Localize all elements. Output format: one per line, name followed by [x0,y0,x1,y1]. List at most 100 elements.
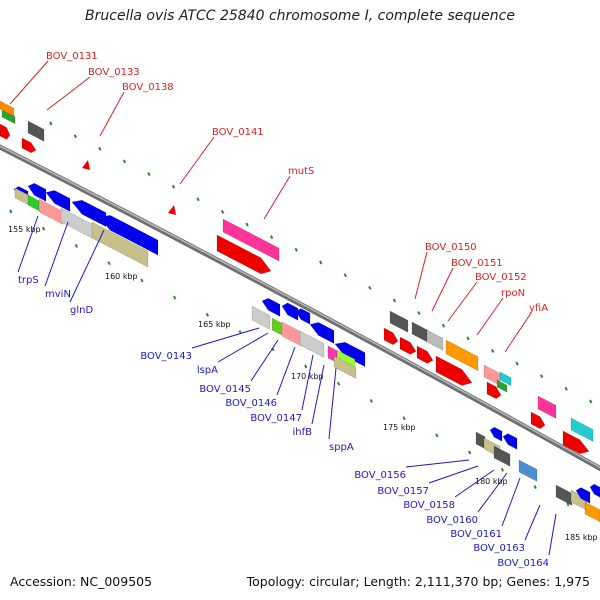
track-dash [41,226,46,231]
bottom-gene-label: BOV_0156 [354,470,406,481]
bottom-leader [250,339,279,382]
gene-bottom [281,321,303,347]
top-gene-label: mutS [288,166,314,177]
track-dash [336,381,341,386]
gene-top [570,417,594,442]
bottom-leader [405,459,470,468]
bottom-gene-label: BOV_0158 [403,500,455,511]
track-dash [466,336,470,341]
gene-top [496,379,508,393]
bottom-gene-label: BOV_0161 [450,529,502,540]
tick-label: 170 kbp [291,372,324,381]
top-gene-label: BOV_0133 [88,67,140,78]
gene-top [399,336,417,355]
bottom-leader [276,346,296,396]
backbone-layer [0,144,600,472]
track-dash [343,273,347,278]
gene-bottom [45,190,71,212]
bottom-leader [311,364,325,425]
gene-top [499,371,512,387]
gene-marker [82,160,90,170]
gene-bottom [584,501,600,523]
top-gene-label: BOV_0141 [212,127,264,138]
bottom-gene-label: ihfB [293,427,313,438]
gene-bottom [555,484,573,506]
top-leader [447,281,478,322]
bottom-leader [524,504,541,541]
bottom-gene-label: lspA [197,365,218,376]
gene-top [222,218,280,262]
top-gene-label: BOV_0152 [475,272,527,283]
bottom-gene-label: BOV_0160 [426,515,478,526]
bottom-leader [44,221,69,287]
bottom-leader [217,332,269,363]
track-dash [73,134,77,139]
gene-top [537,395,557,419]
top-leader [504,312,532,353]
map-title: Brucella ovis ATCC 25840 chromosome I, c… [85,8,515,24]
bottom-leader [548,513,557,556]
tick-layer [9,121,600,523]
bottom-leader [69,229,105,303]
top-leader [9,60,49,105]
bottom-gene-label: BOV_0147 [250,413,302,424]
gene-bottom [295,308,311,325]
gene-bottom [575,487,591,504]
top-gene-label: BOV_0150 [425,242,477,253]
track-dash [172,295,177,300]
leader-layer [9,60,557,556]
track-dash [500,467,505,472]
gene-top [1,109,16,125]
tick-label: 165 kbp [198,320,231,329]
track-dash [540,374,544,379]
track-dash [107,261,111,266]
track-dash [245,222,249,227]
tick-label: 155 kbp [8,225,41,234]
backbone-line [0,144,600,472]
bottom-gene-label: trpS [18,275,39,286]
gene-bottom [261,297,281,317]
top-leader [476,297,504,336]
accession-text: Accession: NC_009505 [10,574,153,589]
gene-top [426,329,444,351]
top-leader [179,136,215,185]
track-dash [566,502,570,507]
gene-top [416,345,434,364]
gene-bottom [60,207,94,240]
track-dash [392,298,397,303]
track-dash [402,416,406,421]
bottom-leader [477,472,508,513]
gene-top [389,310,409,333]
gene-top [383,327,399,346]
track-dash [196,197,200,202]
top-gene-label: yfiA [529,303,548,314]
gene-top [216,234,272,275]
bottom-leader [191,327,260,349]
top-leader [46,76,91,111]
track-dash [490,349,495,353]
gene-bottom [493,445,511,467]
track-dash [140,278,144,283]
gene-marker [168,205,176,215]
bottom-leader [454,469,495,498]
top-gene-label: rpoN [501,288,525,299]
track-dash [147,172,151,176]
bottom-leader [328,367,337,440]
top-gene-label: BOV_0151 [451,258,503,269]
gene-top [27,120,45,142]
top-gene-label: BOV_0131 [46,51,98,62]
track-dash [49,121,53,126]
track-dash [515,361,519,366]
bottom-leader [17,215,39,273]
bottom-leader [428,465,479,484]
track-dash [467,450,472,455]
gene-bottom [309,322,335,344]
track-dash [9,209,13,214]
gene-top [435,355,473,386]
track-dash [417,311,421,315]
gene-top [0,123,11,140]
gene-bottom [299,330,325,358]
gene-top [562,430,590,455]
top-gene-label: BOV_0138 [122,82,174,93]
track-dash [368,285,372,290]
